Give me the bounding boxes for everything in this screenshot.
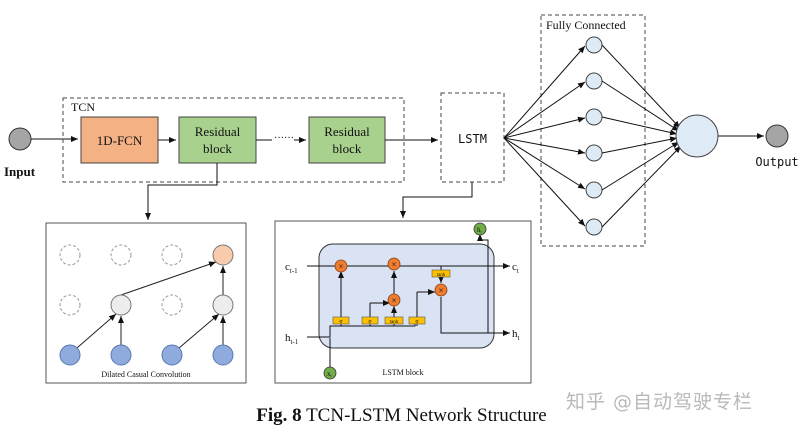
fc-node-3 [585, 108, 603, 126]
fc-node-5 [585, 181, 603, 199]
ht-top-label: ht [477, 226, 483, 234]
h-t-label: ht [512, 328, 520, 342]
caption-prefix: Fig. 8 [256, 405, 302, 426]
fc-to-output-edges [601, 44, 682, 228]
fc-nodes [585, 36, 603, 236]
ellipsis: ······ [274, 133, 294, 144]
dilated-node-r2c3 [161, 294, 183, 316]
svg-text:σ: σ [368, 319, 372, 325]
tcn-box [62, 97, 405, 183]
dilated-node-r2c1 [59, 294, 81, 316]
output-gate-box [408, 316, 426, 325]
input-multiply [387, 293, 401, 307]
dilated-node-r2c4 [212, 294, 234, 316]
input-gate-box [361, 316, 379, 325]
candidate-gate-box [384, 316, 404, 325]
xt-node [323, 366, 337, 380]
svg-text:tanh: tanh [437, 273, 446, 278]
input-node [8, 127, 32, 151]
gate-boxes: σ σ tanh σ tanh [332, 269, 451, 325]
output-label: Output [755, 155, 798, 169]
fc-node-2 [585, 72, 603, 90]
fcn-block [80, 116, 159, 164]
aggregation-node [675, 114, 719, 158]
lstm-block-label: LSTM block [382, 368, 423, 377]
fcn-label: 1D-FCN [97, 133, 143, 148]
residual-block-2 [308, 116, 386, 164]
watermark: 知乎 @自动驾驶专栏 [566, 391, 754, 413]
fc-node-6 [585, 218, 603, 236]
lstm-label: LSTM [458, 132, 487, 146]
output-multiply [434, 283, 448, 297]
residual-2-line2: block [333, 141, 362, 156]
fc-node-4 [585, 144, 603, 162]
dilated-node-r1c4 [212, 244, 234, 266]
dilated-label: Dilated Casual Convolution [101, 370, 190, 379]
caption-text: TCN-LSTM Network Structure [301, 405, 547, 426]
fully-connected-box [540, 14, 646, 247]
figure-caption: Fig. 8 TCN-LSTM Network Structure [0, 405, 803, 427]
svg-text:×: × [438, 286, 443, 296]
svg-text:×: × [391, 296, 396, 306]
fc-node-1 [585, 36, 603, 54]
hidden-out-line [440, 297, 510, 336]
xt-label: xt [327, 370, 333, 378]
fully-connected-label: Fully Connected [546, 18, 626, 32]
c-t-label: ct [512, 261, 519, 275]
dilated-node-r2c2 [110, 294, 132, 316]
update-add [387, 257, 401, 271]
dilated-node-r3c1 [59, 344, 81, 366]
dilated-node-r1c3 [161, 244, 183, 266]
svg-text:σ: σ [339, 319, 343, 325]
hidden-top-line [477, 234, 489, 333]
svg-text:tanh: tanh [390, 320, 399, 325]
forget-multiply [334, 259, 348, 273]
residual-detail-connector [145, 163, 218, 220]
dilated-node-r3c3 [161, 344, 183, 366]
tcn-label: TCN [71, 100, 95, 114]
c-prev-label: ct-1 [285, 261, 298, 275]
svg-text:σ: σ [415, 319, 419, 325]
ht-top-node [473, 222, 487, 236]
cell-tanh-box [431, 269, 451, 278]
residual-1-line1: Residual [195, 124, 241, 139]
lstm-detail-connector [400, 182, 473, 218]
forget-gate-box [332, 316, 350, 325]
svg-text:×: × [391, 260, 396, 270]
dilated-node-r3c2 [110, 344, 132, 366]
output-node [765, 124, 789, 148]
h-prev-label: ht-1 [285, 332, 299, 346]
dilated-nodes [59, 244, 234, 366]
input-label: Input [4, 164, 36, 179]
residual-block-1 [178, 116, 257, 164]
lstm-cell-body [318, 243, 495, 349]
input-bus [307, 321, 416, 338]
residual-2-line1: Residual [324, 124, 370, 139]
residual-1-line2: block [203, 141, 232, 156]
lstm-to-fc-edges [503, 45, 586, 227]
svg-text:×: × [338, 262, 343, 272]
dilated-node-r3c4 [212, 344, 234, 366]
dilated-node-r1c2 [110, 244, 132, 266]
multiply-ops: × × × × [334, 257, 448, 307]
dilated-node-r1c1 [59, 244, 81, 266]
